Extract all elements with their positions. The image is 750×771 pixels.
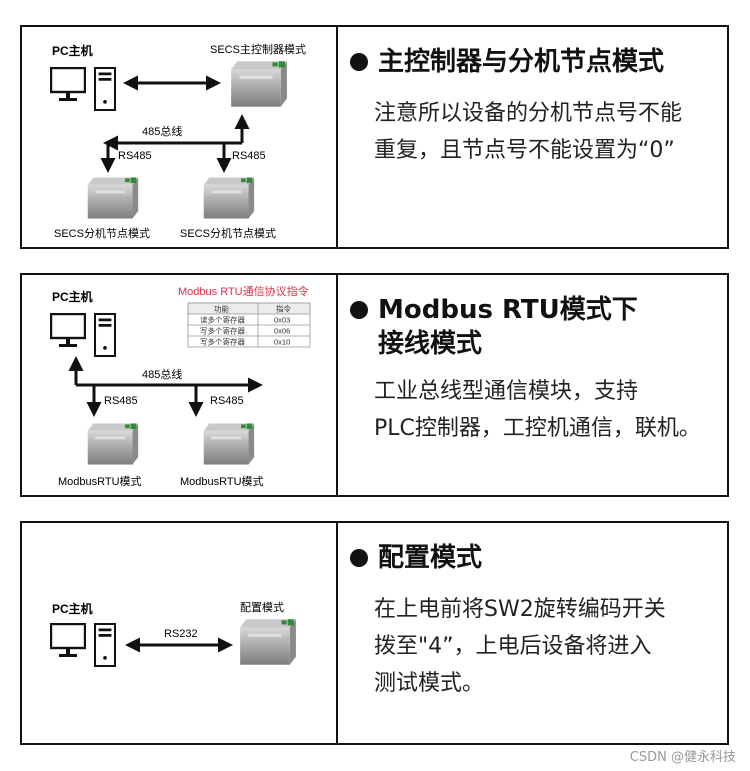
mode-title: 主控制器与分机节点模式 <box>350 45 664 79</box>
pc-monitor-icon <box>50 67 86 103</box>
mode-title-line: Modbus RTU模式下 <box>378 295 638 325</box>
panel-text-master-slave: 主控制器与分机节点模式 注意所以设备的分机节点号不能 重复，且节点号不能设置为“… <box>340 27 723 247</box>
diagram-modbus: PC主机 Modbus RTU通信协议指令 功能 指令 读多个寄存器 0x03 … <box>22 275 336 495</box>
table-cell: 读多个寄存器 <box>200 315 245 325</box>
desc-line: 重复，且节点号不能设置为“0” <box>374 138 675 163</box>
mode-title: 配置模式 <box>350 541 482 575</box>
protocol-table: 功能 指令 读多个寄存器 0x03 写多个寄存器 0x06 写多个寄存器 0x1… <box>187 302 311 348</box>
panel-text-modbus: Modbus RTU模式下 接线模式 工业总线型通信模块，支持 PLC控制器，工… <box>340 275 723 495</box>
table-header-function: 功能 <box>214 304 229 314</box>
node-left-device <box>87 423 139 465</box>
mode-title-text: 主控制器与分机节点模式 <box>378 47 665 77</box>
diagram-master-slave: PC主机 SECS主控制器模式 485总线 RS485 RS485 SECS分机… <box>22 27 336 247</box>
rs485-right-label: RS485 <box>210 395 244 407</box>
desc-line: 在上电前将SW2旋转编码开关 <box>374 597 666 622</box>
rs485-left-label: RS485 <box>118 150 152 162</box>
panel-modbus-rtu-mode: PC主机 Modbus RTU通信协议指令 功能 指令 读多个寄存器 0x03 … <box>20 273 729 497</box>
pc-tower-icon <box>94 623 116 667</box>
desc-line: 注意所以设备的分机节点号不能 <box>374 101 683 126</box>
node-right-label: SECS分机节点模式 <box>180 226 276 240</box>
bullet-icon <box>350 549 368 567</box>
diagram-config: PC主机 配置模式 RS232 <box>22 523 336 743</box>
table-cell: 0x10 <box>274 338 290 347</box>
master-controller-device <box>231 61 287 107</box>
config-device-label: 配置模式 <box>240 601 284 614</box>
table-cell: 0x03 <box>274 316 290 325</box>
watermark: CSDN @健永科技 <box>629 750 736 765</box>
mode-title-text: Modbus RTU模式下 接线模式 <box>378 293 638 361</box>
node-left-label: SECS分机节点模式 <box>54 226 150 240</box>
bus-label: 485总线 <box>142 367 182 381</box>
master-controller-label: SECS主控制器模式 <box>210 42 306 56</box>
table-cell: 0x06 <box>274 327 290 336</box>
node-right-device <box>203 177 255 219</box>
desc-line: 拨至"4”，上电后设备将进入 <box>374 634 652 659</box>
pc-tower-icon <box>94 67 116 111</box>
rs232-label: RS232 <box>164 628 198 640</box>
node-right-device <box>203 423 255 465</box>
pc-label: PC主机 <box>52 601 93 616</box>
table-cell: 写多个寄存器 <box>200 326 245 336</box>
mode-title-line: 接线模式 <box>378 329 483 359</box>
diagram-modbus-svg: PC主机 Modbus RTU通信协议指令 功能 指令 读多个寄存器 0x03 … <box>50 284 311 488</box>
desc-line: 测试模式。 <box>374 671 485 696</box>
mode-title-text: 配置模式 <box>378 543 483 573</box>
node-left-label: ModbusRTU模式 <box>58 475 142 488</box>
panel-text-config: 配置模式 在上电前将SW2旋转编码开关 拨至"4”，上电后设备将进入 测试模式。 <box>340 523 723 743</box>
panel-divider <box>336 523 338 743</box>
pc-monitor-icon <box>50 623 86 659</box>
panel-divider <box>336 275 338 495</box>
protocol-table-title: Modbus RTU通信协议指令 <box>178 284 309 298</box>
panel-config-mode: PC主机 配置模式 RS232 配置模式 在上电前将SW2旋转编码开关 拨至"4… <box>20 521 729 745</box>
mode-description: 注意所以设备的分机节点号不能 重复，且节点号不能设置为“0” <box>374 95 719 169</box>
mode-description: 工业总线型通信模块，支持 PLC控制器，工控机通信，联机。 <box>374 373 719 447</box>
node-left-device <box>87 177 139 219</box>
pc-label: PC主机 <box>52 43 93 58</box>
table-cell: 写多个寄存器 <box>200 337 245 347</box>
pc-tower-icon <box>94 313 116 357</box>
rs485-right-label: RS485 <box>232 150 266 162</box>
pc-monitor-icon <box>50 313 86 349</box>
mode-title: Modbus RTU模式下 接线模式 <box>350 293 638 361</box>
bullet-icon <box>350 301 368 319</box>
desc-line: 工业总线型通信模块，支持 <box>374 379 639 404</box>
config-device <box>240 619 296 665</box>
bullet-icon <box>350 53 368 71</box>
panel-divider <box>336 27 338 247</box>
mode-description: 在上电前将SW2旋转编码开关 拨至"4”，上电后设备将进入 测试模式。 <box>374 591 719 702</box>
node-right-label: ModbusRTU模式 <box>180 475 264 488</box>
desc-line: PLC控制器，工控机通信，联机。 <box>374 416 701 441</box>
rs485-left-label: RS485 <box>104 395 138 407</box>
panel-master-slave-mode: PC主机 SECS主控制器模式 485总线 RS485 RS485 SECS分机… <box>20 25 729 249</box>
bus-label: 485总线 <box>142 124 182 138</box>
diagram-master-slave-svg: PC主机 SECS主控制器模式 485总线 RS485 RS485 SECS分机… <box>50 42 306 240</box>
pc-label: PC主机 <box>52 289 93 304</box>
diagram-config-svg: PC主机 配置模式 RS232 <box>50 601 296 667</box>
table-header-command: 指令 <box>276 304 291 314</box>
